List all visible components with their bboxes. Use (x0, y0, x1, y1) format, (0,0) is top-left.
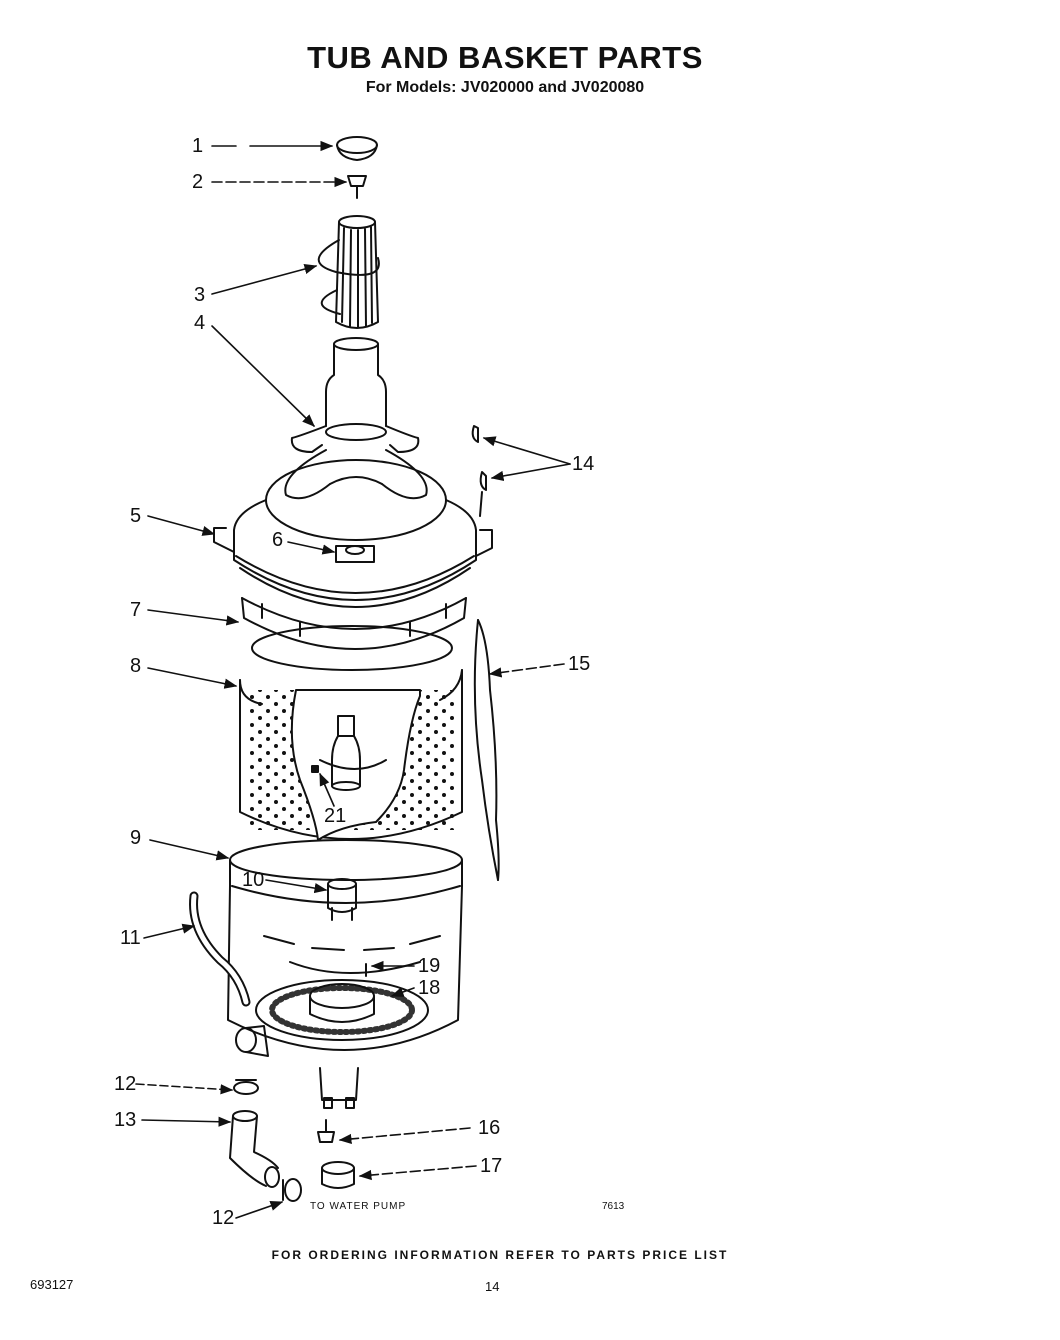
part-tub-seal (255, 963, 429, 1041)
callout-3: 3 (194, 284, 206, 306)
callout-17: 17 (480, 1155, 503, 1177)
part-basket (239, 669, 463, 841)
callout-19: 19 (418, 955, 441, 977)
callout-18: 18 (418, 977, 441, 999)
callout-14: 14 (572, 453, 595, 475)
callout-8: 8 (130, 655, 142, 677)
callout-1: 1 (192, 135, 204, 157)
document-number: 693127 (30, 1277, 74, 1292)
callout-12: 12 (114, 1073, 137, 1095)
part-shaft-bearing (311, 715, 361, 791)
callout-16: 16 (478, 1117, 501, 1139)
callout-21: 21 (324, 805, 347, 827)
part-cap (336, 136, 378, 161)
part-drain-hose (189, 891, 251, 1007)
part-agitator-auger (317, 215, 380, 329)
part-tub-ring (213, 459, 493, 608)
callout-10: 10 (242, 869, 265, 891)
callout-9: 9 (130, 827, 142, 849)
callout-2: 2 (192, 171, 204, 193)
part-screw (317, 1119, 335, 1143)
drawing-number: 7613 (602, 1201, 625, 1212)
leader-lines (135, 146, 571, 1219)
callout-6: 6 (272, 529, 284, 551)
callout-13: 13 (114, 1109, 137, 1131)
page-subtitle: For Models: JV020000 and JV020080 (365, 79, 645, 96)
callout-4: 4 (194, 312, 206, 334)
part-basket-rim (241, 597, 467, 671)
part-bolt (347, 175, 367, 199)
callout-12: 12 (212, 1207, 235, 1229)
page-title: TUB AND BASKET PARTS (307, 40, 703, 75)
callout-15: 15 (568, 653, 591, 675)
part-outlet-elbow (235, 1025, 269, 1057)
page-number: 14 (485, 1279, 500, 1294)
part-splash-shield (473, 619, 500, 881)
part-nut (335, 545, 375, 563)
part-hose-clamp (282, 1178, 302, 1202)
part-agitator (284, 337, 428, 500)
part-bushing (321, 1161, 355, 1189)
part-hose-clamp (233, 1079, 259, 1095)
part-pump-hose (229, 1110, 280, 1188)
ordering-note: FOR ORDERING INFORMATION REFER TO PARTS … (271, 1248, 729, 1262)
part-clip (471, 425, 487, 517)
part-tub-tube (327, 878, 357, 921)
callout-5: 5 (130, 505, 142, 527)
callout-11: 11 (120, 927, 141, 949)
callout-7: 7 (130, 599, 142, 621)
to-water-pump-label: TO WATER PUMP (310, 1201, 407, 1212)
